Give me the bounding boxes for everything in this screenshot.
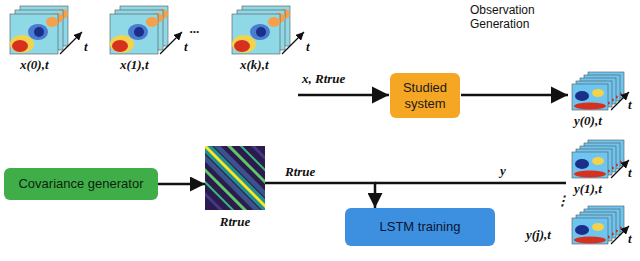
heatmap-stack — [232, 6, 290, 54]
time-arrow — [611, 226, 629, 244]
figure-label: Observation Generation — [470, 4, 550, 32]
heatmap-frame — [232, 14, 280, 54]
matrix-node: Rtrue — [205, 146, 265, 230]
figure-label: y(j),t — [526, 228, 551, 243]
figure-label: x(k),t — [240, 58, 269, 73]
connector-arrow — [265, 183, 375, 208]
heatmap-stack — [10, 6, 68, 54]
figure-label: x(0),t — [20, 58, 49, 73]
heatmap-frame — [10, 14, 58, 54]
node-text: Covariance generator — [18, 176, 143, 192]
process-box: Studied system — [390, 73, 460, 118]
figure-label: y — [500, 164, 506, 179]
figure-label: t — [84, 40, 88, 55]
heatmap-frame — [572, 218, 608, 244]
process-box: LSTM training — [345, 208, 495, 246]
figure-label: t — [628, 98, 632, 113]
edge-label: Rtrue — [283, 165, 317, 180]
heatmap-frame — [572, 84, 608, 110]
heatmap-frame — [572, 152, 608, 178]
time-arrow — [160, 32, 182, 54]
figure-label: y(1),t — [574, 182, 602, 197]
time-arrow — [611, 160, 629, 178]
figure-label: t — [184, 40, 188, 55]
heatmap-stack — [110, 6, 168, 54]
input-arrow — [298, 94, 389, 97]
node-text: Studied system — [396, 80, 454, 111]
covariance-matrix — [205, 146, 265, 210]
observation-arrow — [461, 94, 568, 97]
connector-arrow — [158, 183, 205, 186]
time-arrow — [282, 32, 304, 54]
heatmap-frame — [110, 14, 158, 54]
node-text: Rtrue — [220, 214, 250, 230]
figure-label: x, Rtrue — [302, 72, 345, 87]
time-arrow — [611, 92, 629, 110]
generator-box: Covariance generator — [4, 168, 158, 200]
figure-label: t — [628, 166, 632, 181]
figure-label: ... — [190, 22, 200, 37]
figure-label: t — [306, 40, 310, 55]
figure-label: t — [628, 232, 632, 247]
figure-label: ⋮ — [556, 194, 569, 209]
observation-line — [375, 182, 566, 185]
figure-label: y(0),t — [574, 114, 602, 129]
time-arrow — [60, 32, 82, 54]
figure-label: x(1),t — [120, 58, 149, 73]
node-text: LSTM training — [380, 219, 461, 235]
